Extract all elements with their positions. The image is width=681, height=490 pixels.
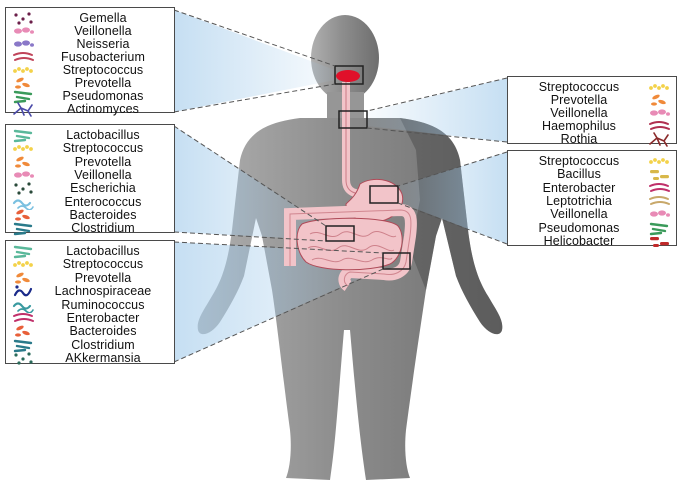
organism-label: Rothia	[512, 131, 646, 147]
actinomyces-icon	[12, 101, 34, 117]
organism-label: Actinomyces	[36, 101, 170, 117]
helicobacter-icon	[648, 233, 670, 249]
organism-label: AKkermansia	[36, 350, 170, 366]
organism-label: Helicobacter	[512, 233, 646, 249]
organism-row: Rothia	[508, 131, 676, 147]
organism-row: Clostridium	[6, 220, 174, 236]
organism-row: Helicobacter	[508, 233, 676, 249]
organism-label: Clostridium	[36, 220, 170, 236]
organism-row: Actinomyces	[6, 101, 174, 117]
akkermansia-icon	[12, 350, 34, 366]
mouth-shape	[336, 70, 360, 82]
organism-row: AKkermansia	[6, 350, 174, 366]
clostridium-icon	[12, 220, 34, 236]
rothia-icon	[648, 131, 670, 147]
beam-oral	[174, 10, 335, 112]
